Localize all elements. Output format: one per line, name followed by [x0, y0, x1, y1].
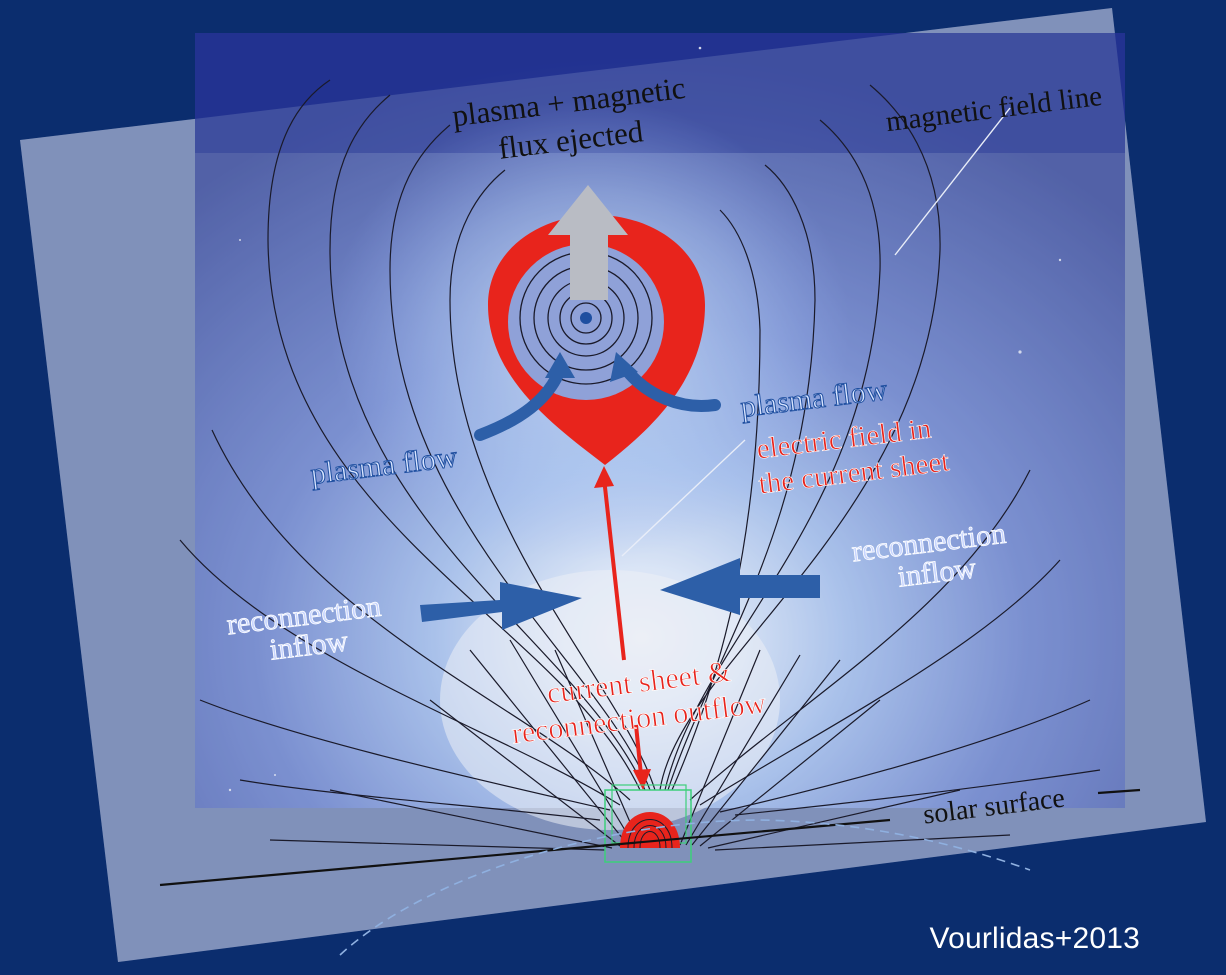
magnetic-field-lines [179, 79, 1101, 851]
pointer-lines [621, 107, 1011, 557]
ejection-arrow [548, 185, 628, 300]
solar-surface-line [159, 788, 1141, 956]
plasma-flow-arrows [474, 364, 721, 441]
reconnection-inflow-arrows [420, 558, 820, 630]
credit-text: Vourlidas+2013 [929, 922, 1140, 955]
reconnection-right-label-line2: inflow [896, 551, 978, 593]
coronagraph-image [195, 33, 1125, 830]
current-sheet-arrow [594, 466, 651, 790]
